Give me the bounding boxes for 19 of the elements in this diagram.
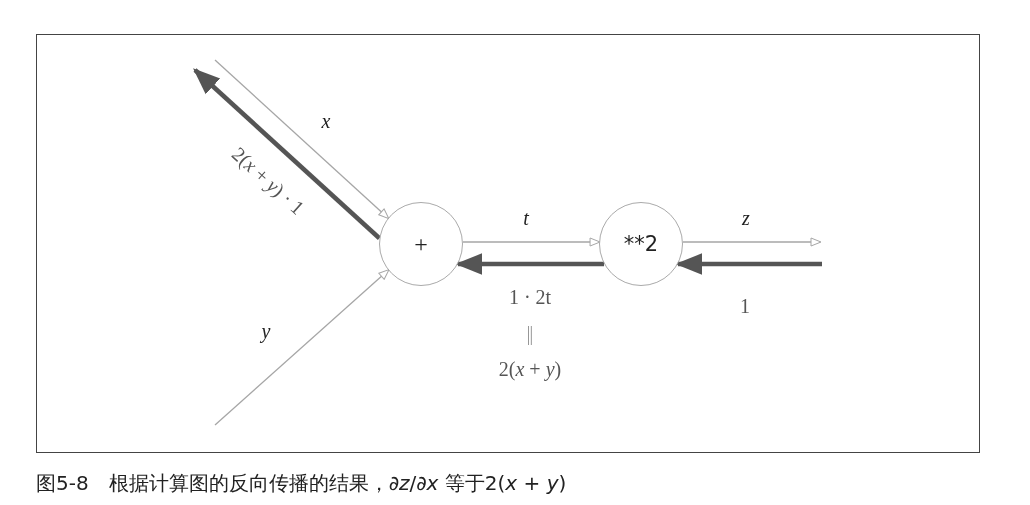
edge-label: 1 — [740, 294, 750, 318]
edge-label: x — [321, 109, 331, 133]
arrow — [214, 269, 390, 426]
arrow — [193, 68, 381, 240]
edge-label: 2(x + y) · 1 — [227, 142, 309, 220]
figure-caption: 图5-8 根据计算图的反向传播的结果，∂z/∂x 等于2(x + y) — [36, 470, 567, 497]
arrow — [214, 59, 390, 220]
arrow — [682, 237, 822, 247]
edge-label: 1 · 2t — [508, 285, 552, 309]
arrow — [462, 237, 601, 247]
operator-label: + — [414, 230, 428, 258]
edge-label: t — [523, 206, 529, 230]
equality-mark: || — [527, 321, 533, 345]
edge-label: z — [742, 206, 750, 230]
formula-label: 2(x + y) — [498, 357, 562, 381]
edge-label: y — [261, 319, 271, 343]
operator-label: **2 — [623, 232, 659, 256]
arrow — [455, 253, 605, 275]
arrow — [675, 253, 822, 275]
